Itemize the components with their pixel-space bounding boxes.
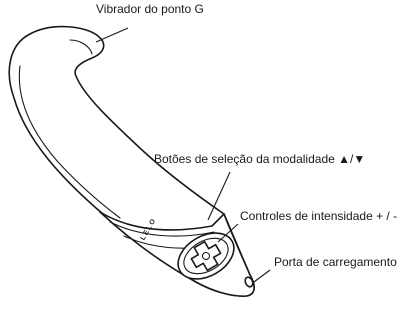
- label-charging-port: Porta de carregamento: [274, 255, 397, 269]
- label-gspot-vibrator: Vibrador do ponto G: [96, 2, 204, 16]
- leader-gspot: [95, 27, 129, 43]
- label-mode-buttons: Botões de seleção da modalidade ▲/▼: [154, 152, 365, 166]
- control-button-cluster[interactable]: [170, 224, 242, 289]
- cross-button[interactable]: [187, 238, 224, 275]
- leader-charging-port: [253, 269, 271, 283]
- body-contour-line: [18, 65, 121, 219]
- leader-intensity: [217, 223, 239, 243]
- collar-band-line-1: [109, 221, 215, 237]
- tip-ridge-line: [69, 39, 93, 55]
- cross-center: [201, 251, 211, 261]
- leader-mode-buttons: [207, 171, 231, 221]
- label-intensity-controls: Controles de intensidade + / -: [240, 209, 397, 223]
- charging-port-icon: [244, 276, 254, 288]
